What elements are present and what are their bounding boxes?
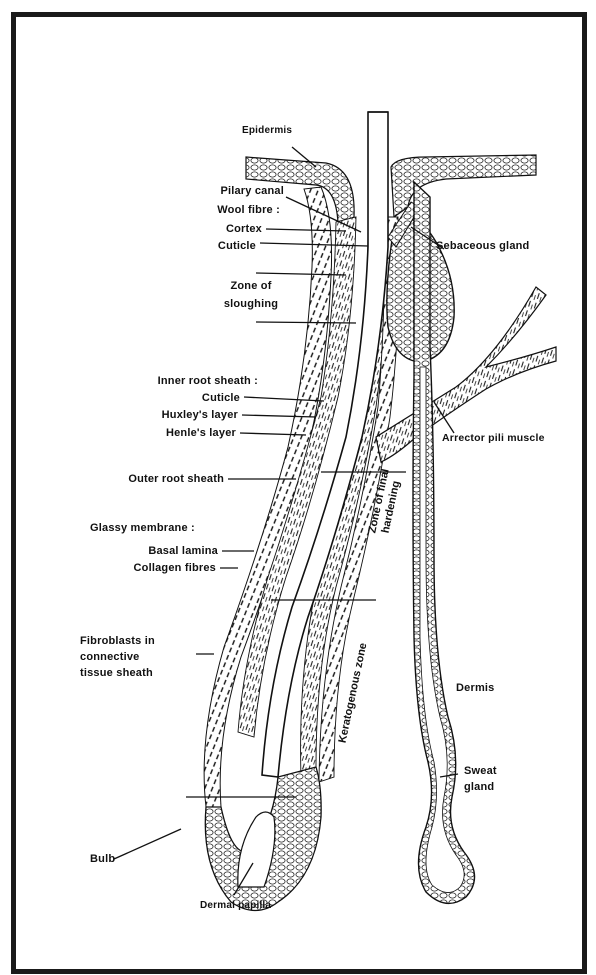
label-cortex: Cortex (176, 223, 262, 236)
label-basal-lamina: Basal lamina (86, 545, 218, 558)
label-sebaceous-gland: Sebaceous gland (436, 240, 529, 253)
label-wool-fibre: Wool fibre : (176, 204, 280, 217)
label-cuticle-sheath: Cuticle (116, 392, 240, 405)
figure-frame: Epidermis Pilary canal Wool fibre : Cort… (11, 12, 587, 974)
label-henles-layer: Henle's layer (116, 427, 236, 440)
label-cuticle-fibre: Cuticle (176, 240, 256, 253)
label-epidermis: Epidermis (242, 124, 292, 137)
label-sweat-gland-1: Sweat (464, 765, 497, 778)
label-pilary-canal: Pilary canal (176, 185, 284, 198)
label-fibroblasts-3: tissue sheath (80, 667, 153, 680)
label-zone-of-sloughing-1: Zone of (206, 280, 296, 293)
label-dermal-papilla: Dermal papilla (200, 899, 271, 912)
hair-follicle-diagram (16, 17, 582, 969)
label-outer-root-sheath: Outer root sheath (86, 473, 224, 486)
label-glassy-membrane: Glassy membrane : (90, 522, 195, 535)
label-dermis: Dermis (456, 682, 495, 695)
label-sweat-gland-2: gland (464, 781, 494, 794)
label-huxleys-layer: Huxley's layer (116, 409, 238, 422)
label-arrector-pili-muscle: Arrector pili muscle (442, 432, 545, 445)
label-bulb: Bulb (90, 853, 115, 866)
label-fibroblasts-2: connective (80, 651, 139, 664)
label-collagen-fibres: Collagen fibres (86, 562, 216, 575)
label-inner-root-sheath: Inner root sheath : (116, 375, 258, 388)
label-fibroblasts-1: Fibroblasts in (80, 635, 155, 648)
label-zone-of-sloughing-2: sloughing (206, 298, 296, 311)
